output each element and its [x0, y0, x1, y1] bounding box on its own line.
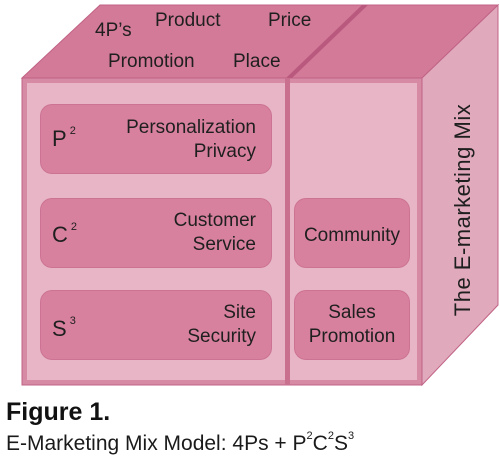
caption-term-base: C — [312, 432, 328, 455]
caption-term-p: P2 — [292, 430, 313, 455]
box-text: Community — [294, 224, 410, 248]
top-divider — [286, 5, 368, 78]
base-letter: C — [52, 222, 68, 247]
caption-term-exponent: 3 — [347, 430, 355, 442]
top-label-place: Place — [233, 51, 281, 72]
figure-caption: E-Marketing Mix Model: 4Ps + P2C2S3 — [6, 430, 355, 456]
box-sales-promotion: Sales Promotion — [294, 290, 410, 360]
caption-term-exponent: 2 — [327, 430, 334, 442]
box-line: Community — [303, 225, 401, 246]
base-exponent: 2 — [70, 220, 78, 233]
box-line: Sales — [328, 302, 376, 323]
base-letter: P — [52, 126, 67, 151]
caption-prefix: E-Marketing Mix Model: 4Ps + — [6, 432, 293, 455]
caption-term-base: P — [292, 432, 307, 455]
caption-term-s: S3 — [333, 430, 355, 455]
top-label-price: Price — [268, 10, 312, 31]
box-community: Community — [294, 198, 410, 268]
caption-term-exponent: 2 — [306, 430, 313, 442]
caption-term-c: C2 — [312, 430, 334, 455]
box-line: Customer — [173, 210, 256, 231]
base-letter: S — [52, 316, 67, 341]
base-exponent: 3 — [69, 314, 76, 327]
box-line: Personalization — [126, 117, 256, 138]
box-text: Customer Service — [174, 209, 256, 258]
box-text: Site Security — [187, 301, 256, 350]
box-line: Service — [192, 234, 256, 256]
box-line: Security — [187, 326, 256, 348]
box-line: Promotion — [308, 326, 396, 348]
figure-title: Figure 1. — [6, 398, 111, 426]
side-title: The E-marketing Mix — [450, 103, 475, 317]
base-exponent: 2 — [69, 124, 76, 137]
box-text: Personalization Privacy — [126, 116, 256, 165]
top-label-4ps: 4P’s — [95, 20, 132, 41]
top-label-product: Product — [155, 10, 221, 31]
box-line: Privacy — [193, 141, 256, 163]
box-text: Sales Promotion — [294, 301, 410, 350]
front-divider — [285, 78, 290, 385]
top-label-promotion: Promotion — [108, 51, 195, 72]
caption-term-base: S — [333, 432, 348, 455]
box-line: Site — [223, 302, 256, 323]
